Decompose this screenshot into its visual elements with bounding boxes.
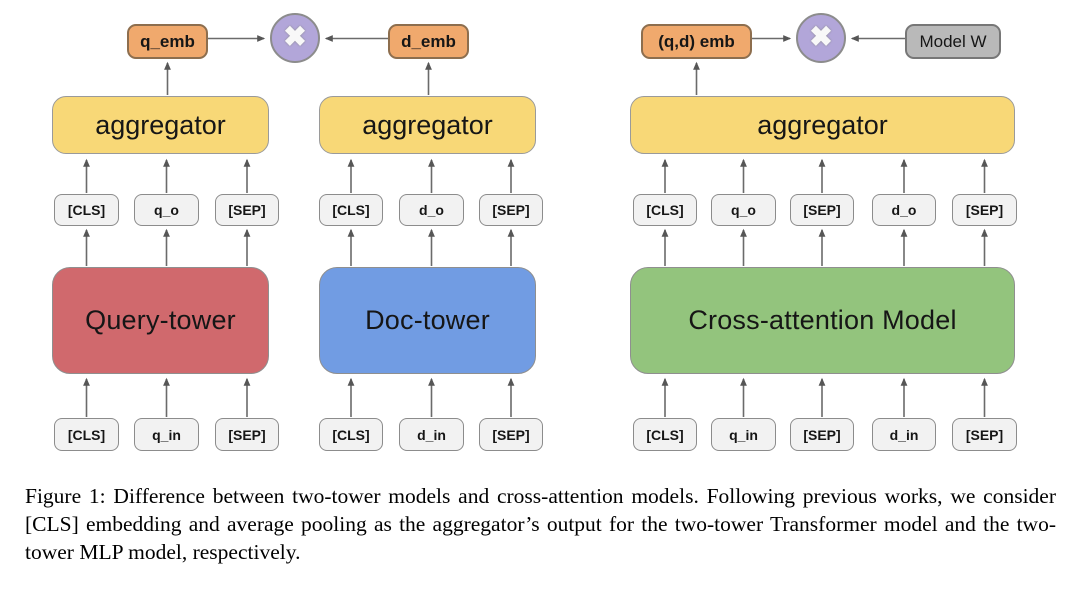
query-input-token-cls: [CLS] [54,418,119,451]
cross-output-token-sep2: [SEP] [952,194,1017,226]
cross-input-token-sep1: [SEP] [790,418,854,451]
cross-output-token-cls: [CLS] [633,194,697,226]
doc-input-token-cls: [CLS] [319,418,383,451]
doc-output-token-cls: [CLS] [319,194,383,226]
cross-output-token-qo: q_o [711,194,776,226]
query-tower-box: Query-tower [52,267,269,374]
multiply-icon: ✖ [283,21,307,52]
doc-input-token-sep: [SEP] [479,418,543,451]
multiply-icon: ✖ [809,21,833,52]
doc-output-token-sep: [SEP] [479,194,543,226]
doc-tower-box: Doc-tower [319,267,536,374]
doc-embedding-box: d_emb [388,24,469,59]
query-input-token-qin: q_in [134,418,199,451]
model-w-box: Model W [905,24,1001,59]
cross-input-token-cls: [CLS] [633,418,697,451]
query-input-token-sep: [SEP] [215,418,279,451]
cross-attention-model-box: Cross-attention Model [630,267,1015,374]
two-tower-similarity-node: ✖ [270,13,320,63]
cross-input-token-din: d_in [872,418,936,451]
query-output-token-sep: [SEP] [215,194,279,226]
cross-input-token-qin: q_in [711,418,776,451]
connector-arrows [83,35,988,417]
cross-input-token-sep2: [SEP] [952,418,1017,451]
figure-caption: Figure 1: Difference between two-tower m… [25,484,1056,564]
cross-embedding-box: (q,d) emb [641,24,752,59]
query-output-token-qo: q_o [134,194,199,226]
doc-output-token-do: d_o [399,194,464,226]
doc-aggregator-box: aggregator [319,96,536,154]
cross-output-token-do: d_o [872,194,936,226]
query-aggregator-box: aggregator [52,96,269,154]
cross-output-token-sep1: [SEP] [790,194,854,226]
doc-input-token-din: d_in [399,418,464,451]
cross-attention-score-node: ✖ [796,13,846,63]
cross-aggregator-box: aggregator [630,96,1015,154]
query-embedding-box: q_emb [127,24,208,59]
query-output-token-cls: [CLS] [54,194,119,226]
